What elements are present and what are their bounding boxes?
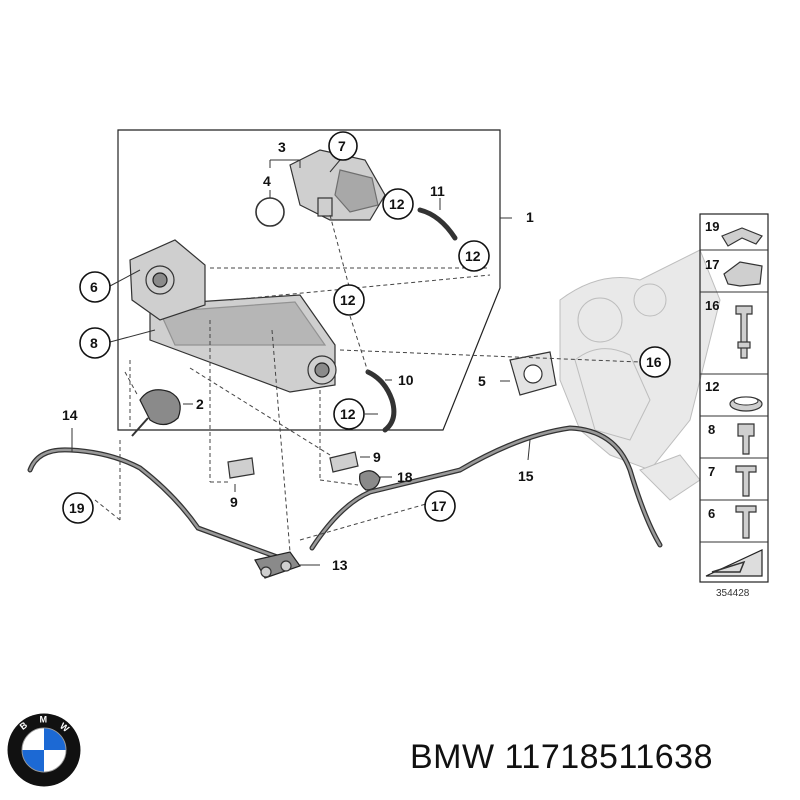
callout-19: 19 [69, 500, 85, 516]
callout-9-right: 9 [373, 449, 381, 465]
brand-part-caption: BMW 11718511638 [410, 738, 713, 776]
egr-cooler [129, 239, 337, 393]
intake-manifold-ghost [559, 249, 721, 501]
hose-11 [417, 207, 458, 241]
leader-lines [71, 159, 641, 566]
callout-12-d: 12 [340, 406, 356, 422]
legend-label-7: 7 [708, 464, 715, 479]
bmw-logo: B M W [7, 713, 81, 787]
callout-5: 5 [478, 373, 486, 389]
hose-piece-9-right [329, 451, 359, 473]
legend-label-8: 8 [708, 422, 715, 437]
assembly-frame [117, 129, 501, 431]
hose-piece-9-left [227, 457, 255, 479]
callout-14: 14 [62, 407, 78, 423]
callout-12-c: 12 [340, 292, 356, 308]
svg-text:B: B [18, 720, 30, 732]
reference-number: 354428 [716, 588, 750, 599]
clip-19-icon [721, 227, 763, 247]
legend-label-6: 6 [708, 506, 715, 521]
clip-17-icon [723, 261, 763, 287]
egr-valve [289, 149, 386, 221]
callout-2: 2 [196, 396, 204, 412]
callout-18: 18 [397, 469, 413, 485]
gasket-5 [509, 351, 557, 396]
callout-17: 17 [431, 498, 447, 514]
callout-1: 1 [526, 209, 534, 225]
connector-13 [254, 551, 301, 579]
callout-12-a: 12 [389, 196, 405, 212]
callout-16: 16 [646, 354, 662, 370]
callout-12-b: 12 [465, 248, 481, 264]
callout-13: 13 [332, 557, 348, 573]
callout-4: 4 [263, 173, 271, 189]
callout-9-left: 9 [230, 494, 238, 510]
legend-label-17: 17 [705, 257, 719, 272]
callout-15: 15 [518, 468, 534, 484]
legend-panel: 19 17 16 12 8 7 6 354428 [699, 213, 769, 599]
legend-label-12: 12 [705, 379, 719, 394]
callout-7: 7 [338, 138, 346, 154]
legend-label-19: 19 [705, 219, 719, 234]
bolt-8-icon [737, 423, 755, 455]
svg-text:M: M [39, 715, 47, 725]
callout-6: 6 [90, 279, 98, 295]
stud-16-icon [735, 305, 753, 359]
bolt-6-icon [735, 505, 757, 539]
callout-3: 3 [278, 139, 286, 155]
callout-11: 11 [430, 183, 445, 199]
hose-10 [365, 369, 397, 433]
plug-18 [359, 470, 381, 491]
callout-8: 8 [90, 335, 98, 351]
vacuum-actuator [131, 389, 181, 437]
legend-label-16: 16 [705, 298, 719, 313]
bolt-7-icon [735, 465, 757, 497]
callout-10: 10 [398, 372, 414, 388]
gasket-ring [255, 197, 285, 227]
